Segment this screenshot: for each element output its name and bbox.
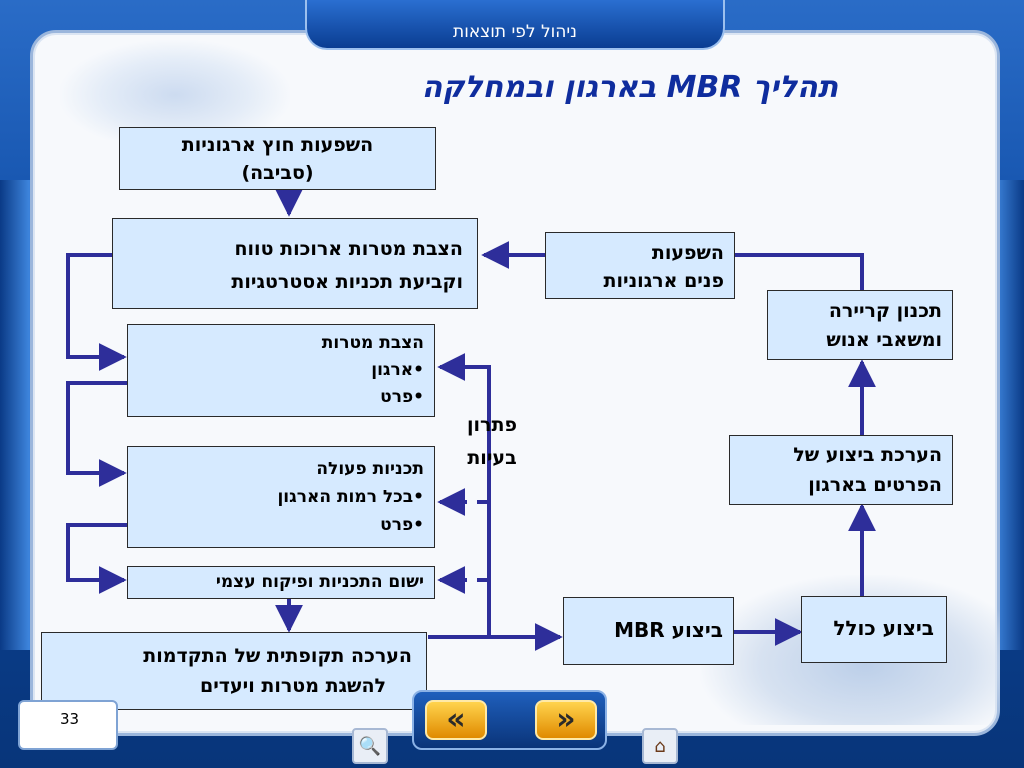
node-action-line2: •בכל רמות הארגון	[277, 487, 424, 507]
top-title-tab	[305, 0, 725, 50]
node-career-line2: ומשאבי אנוש	[826, 329, 942, 351]
page-number-box	[18, 700, 118, 750]
home-tool-button[interactable]: ⌂	[642, 728, 678, 764]
node-goals-line3: •פרט	[380, 387, 424, 407]
section-title: ניהול לפי תוצאות	[453, 22, 577, 42]
home-icon: ⌂	[654, 735, 666, 757]
node-performance-appraisal: הערכת ביצוע של הפרטים בארגון	[729, 435, 953, 505]
node-goal-setting: הצבת מטרות •ארגון •פרט	[127, 324, 435, 417]
page-number: 33	[60, 710, 80, 728]
node-mbr-line1: ביצוע MBR	[614, 618, 723, 642]
next-arrow-icon: »	[556, 702, 576, 737]
node-external-influences: השפעות חוץ ארגוניות (סביבה)	[119, 127, 436, 190]
node-goals-line2: •ארגון	[371, 360, 424, 380]
handshake-decoration	[60, 40, 290, 140]
magnifier-icon: 🔍	[358, 735, 382, 757]
node-appraisal-line1: הערכת ביצוע של	[793, 444, 942, 466]
next-slide-button[interactable]: »	[535, 700, 597, 740]
slide-title: תהליך MBR בארגון ובמחלקה	[421, 70, 839, 105]
node-internal-line1: השפעות	[651, 242, 724, 264]
node-periodic-line2: להשגת מטרות ויעדים	[199, 675, 386, 697]
node-mbr-execution: ביצוע MBR	[563, 597, 734, 665]
problem-solving-label-1: פתרון	[467, 414, 517, 436]
node-periodic-line1: הערכה תקופתית של התקדמות	[143, 645, 412, 667]
node-appraisal-line2: הפרטים בארגון	[808, 474, 942, 496]
node-action-line3: •פרט	[380, 515, 424, 535]
node-long-term-goals: הצבת מטרות ארוכות טווח וקביעת תכניות אסט…	[112, 218, 478, 309]
node-career-planning: תכנון קריירה ומשאבי אנוש	[767, 290, 953, 360]
previous-slide-button[interactable]: «	[425, 700, 487, 740]
node-implementation: ישום התכניות ופיקוח עצמי	[127, 566, 435, 599]
node-external-line2: (סביבה)	[241, 162, 314, 184]
node-internal-line2: פנים ארגוניות	[603, 270, 724, 292]
node-periodic-assessment: הערכה תקופתית של התקדמות להשגת מטרות ויע…	[41, 632, 427, 710]
problem-solving-label-2: בעיות	[467, 447, 517, 469]
node-overall-performance: ביצוע כולל	[801, 596, 947, 663]
node-career-line1: תכנון קריירה	[828, 300, 942, 322]
node-external-line1: השפעות חוץ ארגוניות	[181, 134, 374, 156]
node-goals-line1: הצבת מטרות	[321, 333, 424, 353]
node-long-term-line1: הצבת מטרות ארוכות טווח	[234, 238, 463, 260]
node-action-line1: תכניות פעולה	[316, 459, 424, 479]
node-long-term-line2: וקביעת תכניות אסטרטגיות	[231, 271, 463, 293]
node-overall-line1: ביצוע כולל	[833, 616, 934, 640]
search-tool-button[interactable]: 🔍	[352, 728, 388, 764]
node-implementation-line1: ישום התכניות ופיקוח עצמי	[215, 572, 424, 592]
node-internal-influences: השפעות פנים ארגוניות	[545, 232, 735, 299]
previous-arrow-icon: «	[446, 702, 466, 737]
node-action-plans: תכניות פעולה •בכל רמות הארגון •פרט	[127, 446, 435, 548]
